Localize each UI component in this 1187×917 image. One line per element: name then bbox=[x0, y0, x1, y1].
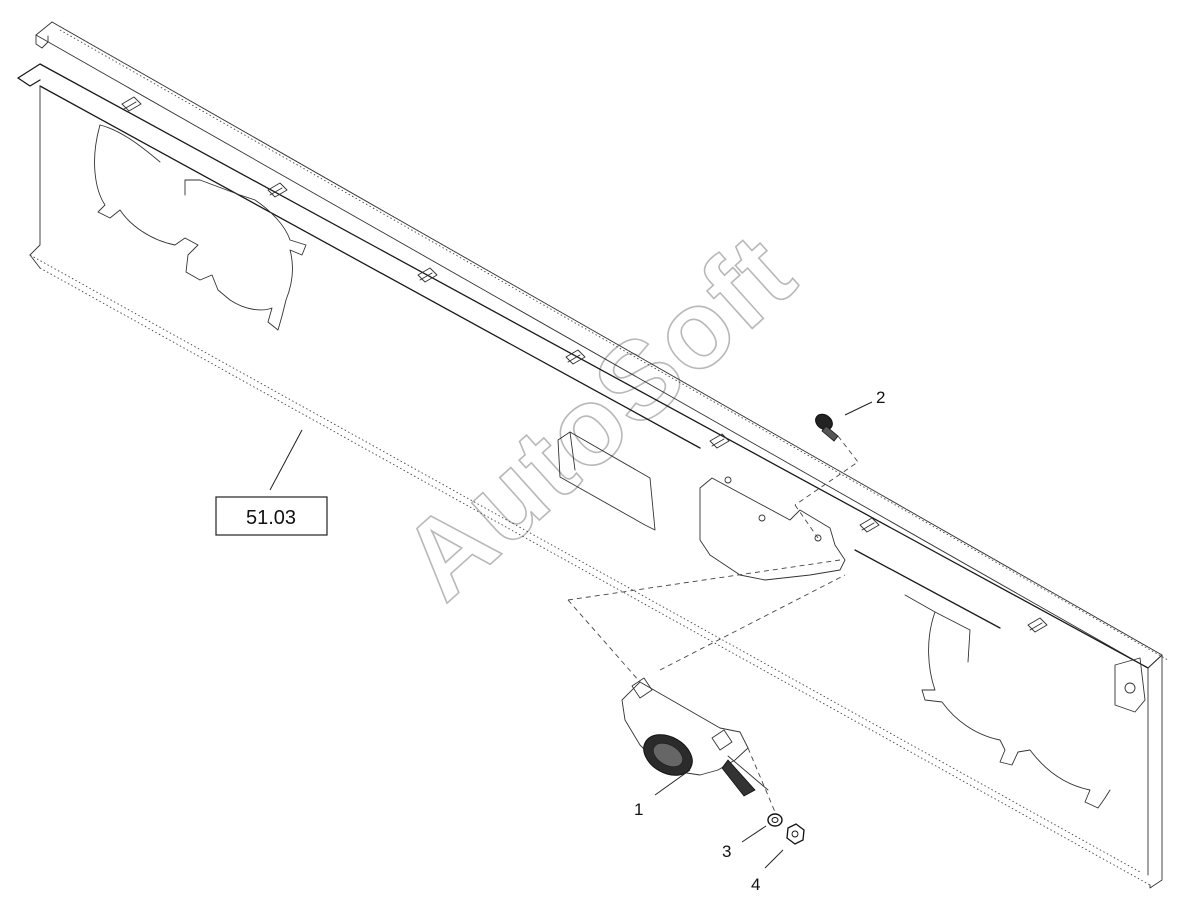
assembly-lines bbox=[567, 435, 859, 813]
panel-assembly bbox=[17, 21, 1169, 889]
panel-right-cutout bbox=[904, 594, 1111, 809]
watermark-text: AutoSoft bbox=[379, 210, 818, 623]
callout-3[interactable]: 3 bbox=[722, 842, 731, 861]
part-4-nut bbox=[786, 823, 805, 845]
reference-box-frame bbox=[215, 496, 328, 536]
panel-left-cutout bbox=[94, 124, 307, 331]
part-3-washer bbox=[767, 813, 783, 827]
leader-2 bbox=[844, 401, 873, 416]
mounting-bracket bbox=[699, 477, 846, 581]
leader-1 bbox=[654, 769, 691, 796]
reference-box-label[interactable]: 51.03 bbox=[246, 507, 296, 529]
callout-4[interactable]: 4 bbox=[751, 875, 760, 894]
panel-fold-line bbox=[39, 85, 701, 449]
top-face-slots bbox=[121, 96, 1048, 633]
leader-3 bbox=[741, 825, 767, 843]
part-1-alarm bbox=[621, 677, 769, 797]
leader-4 bbox=[764, 849, 784, 869]
panel-right-end bbox=[1147, 654, 1163, 889]
watermark: AutoSoft bbox=[378, 209, 819, 623]
part-2-bolt bbox=[815, 413, 839, 442]
callout-labels: 1 2 3 4 bbox=[634, 388, 885, 894]
right-bracket-tab bbox=[1114, 657, 1146, 713]
callout-1[interactable]: 1 bbox=[634, 800, 643, 819]
leader-ref bbox=[269, 429, 303, 491]
reference-box[interactable]: 51.03 bbox=[215, 496, 328, 536]
callout-leaders bbox=[269, 401, 873, 869]
panel-left-edge bbox=[29, 85, 41, 256]
panel-top-edge bbox=[17, 63, 1149, 669]
callout-2[interactable]: 2 bbox=[876, 388, 885, 407]
